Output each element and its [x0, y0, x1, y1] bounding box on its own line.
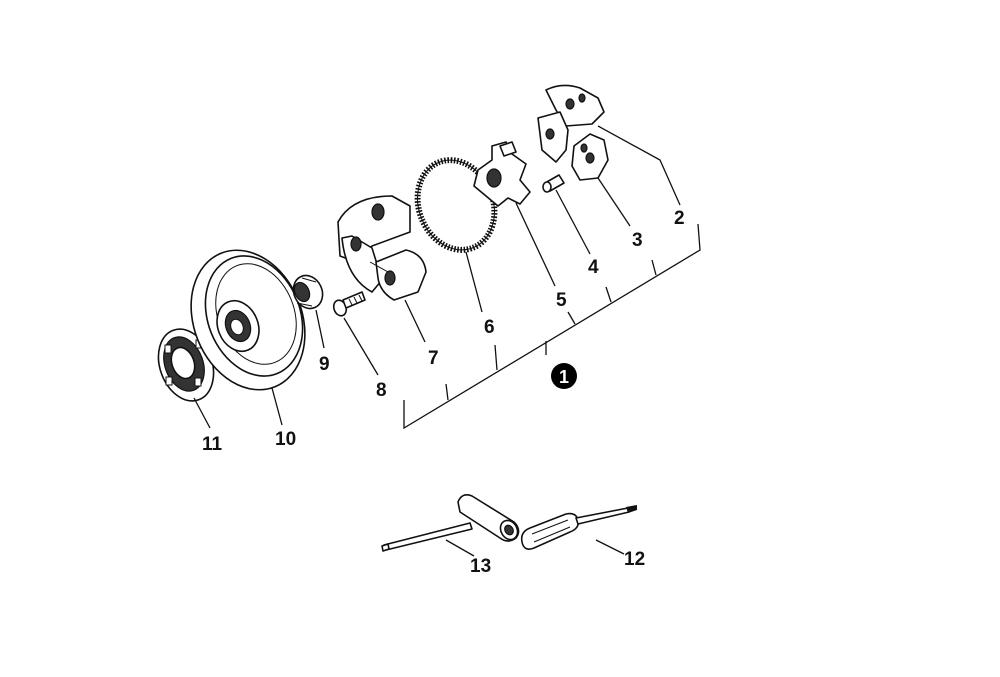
leader-8: [343, 317, 379, 376]
part-7-clutch-shoes: [337, 195, 427, 301]
part-8-screw: [332, 291, 366, 317]
callout-5: 5: [556, 290, 567, 311]
callout-12: 12: [624, 549, 645, 570]
leader-12: [595, 539, 625, 555]
assembly-badge: 1: [551, 363, 577, 389]
leader-13: [445, 539, 475, 557]
leader-11: [193, 397, 211, 429]
callout-3: 3: [632, 230, 643, 251]
callout-7: 7: [428, 348, 439, 369]
callout-2: 2: [674, 208, 685, 229]
callout-4: 4: [588, 257, 599, 278]
leader-5: [515, 202, 556, 287]
leader-10: [271, 387, 283, 426]
leader-9: [315, 309, 325, 349]
callout-13: 13: [470, 556, 491, 577]
leader-3: [597, 177, 631, 227]
tool-13-combination-wrench: [381, 494, 520, 552]
callout-10: 10: [275, 429, 296, 450]
part-4-pin: [542, 174, 565, 193]
leader-7: [404, 299, 426, 343]
part-2-3-shoe-set: [537, 84, 609, 181]
callout-1: 1: [559, 367, 569, 387]
callout-9: 9: [319, 354, 330, 375]
part-11-rim-sprocket: [157, 328, 215, 402]
callout-11: 11: [202, 434, 223, 455]
leader-4: [555, 189, 591, 255]
assembly-bracket: [403, 223, 701, 430]
part-5-clutch-hub: [473, 141, 531, 207]
callout-8: 8: [376, 380, 387, 401]
leader-6: [465, 251, 483, 313]
callout-6: 6: [484, 317, 495, 338]
part-9-needle-bearing: [292, 274, 324, 310]
part-10-clutch-drum: [190, 249, 306, 391]
tool-12-screwdriver: [520, 505, 637, 550]
assembly-badge-circle: [551, 363, 577, 389]
leader-2: [597, 125, 681, 206]
